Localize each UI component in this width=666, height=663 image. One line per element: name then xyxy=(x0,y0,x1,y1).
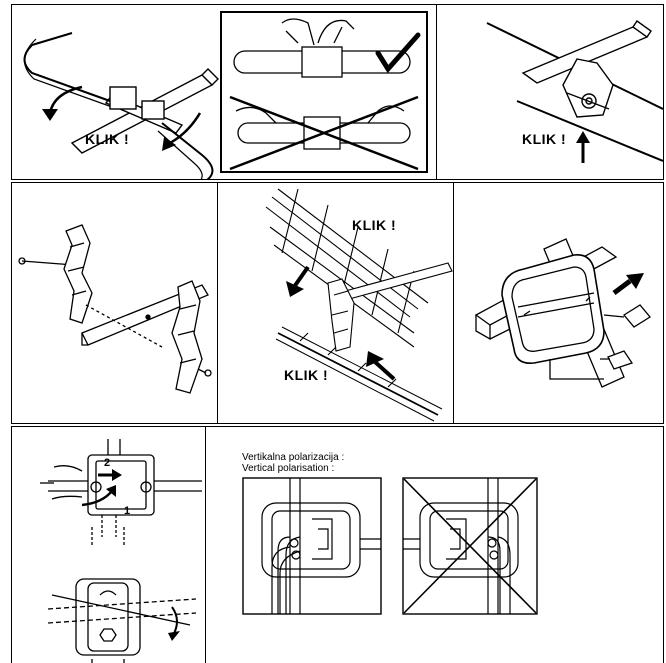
klik-label: KLIK ! xyxy=(352,217,397,233)
klik-label: KLIK ! xyxy=(85,131,130,147)
klik-label: KLIK ! xyxy=(522,131,567,147)
step-1-fold-dipole: KLIK ! xyxy=(12,5,222,179)
polarisation-incorrect xyxy=(402,477,538,615)
step-8-polarisation: Vertikalna polarizacija : Vertical polar… xyxy=(206,427,663,663)
row-3-frame: 2 1 Vertikalna polarizacija : Vertical p… xyxy=(11,426,664,663)
boom-clamp-illustration xyxy=(486,20,663,163)
step-4-bracket-assembly xyxy=(12,183,218,423)
element-snap-illustration xyxy=(265,188,453,422)
step-7-clamp-operation: 2 1 xyxy=(12,427,206,663)
step-1-number: 1 xyxy=(124,505,131,517)
dipole-fold-illustration xyxy=(23,32,219,179)
clamp-operation-illustration xyxy=(40,439,202,663)
step-5-element-snap: KLIK ! KLIK ! xyxy=(218,183,454,423)
polarisation-label-en: Vertical polarisation : xyxy=(242,463,335,474)
checkmark-icon xyxy=(375,32,421,74)
step-6-mast-clamp xyxy=(454,183,663,423)
row-1-frame: KLIK ! xyxy=(11,4,664,180)
klik-label: KLIK ! xyxy=(284,367,329,383)
cross-icon xyxy=(403,478,537,614)
mast-clamp-illustration xyxy=(474,238,651,388)
step-2-grip-comparison xyxy=(220,11,428,173)
polarisation-label-hr: Vertikalna polarizacija : xyxy=(242,452,345,463)
bracket-assembly-illustration xyxy=(18,224,212,394)
row-2-frame: KLIK ! KLIK ! xyxy=(11,182,664,424)
grip-illustration xyxy=(229,18,421,171)
step-2-number: 2 xyxy=(104,457,111,469)
polarisation-correct xyxy=(242,477,382,615)
step-3-boom-clamp: KLIK ! xyxy=(436,5,663,179)
